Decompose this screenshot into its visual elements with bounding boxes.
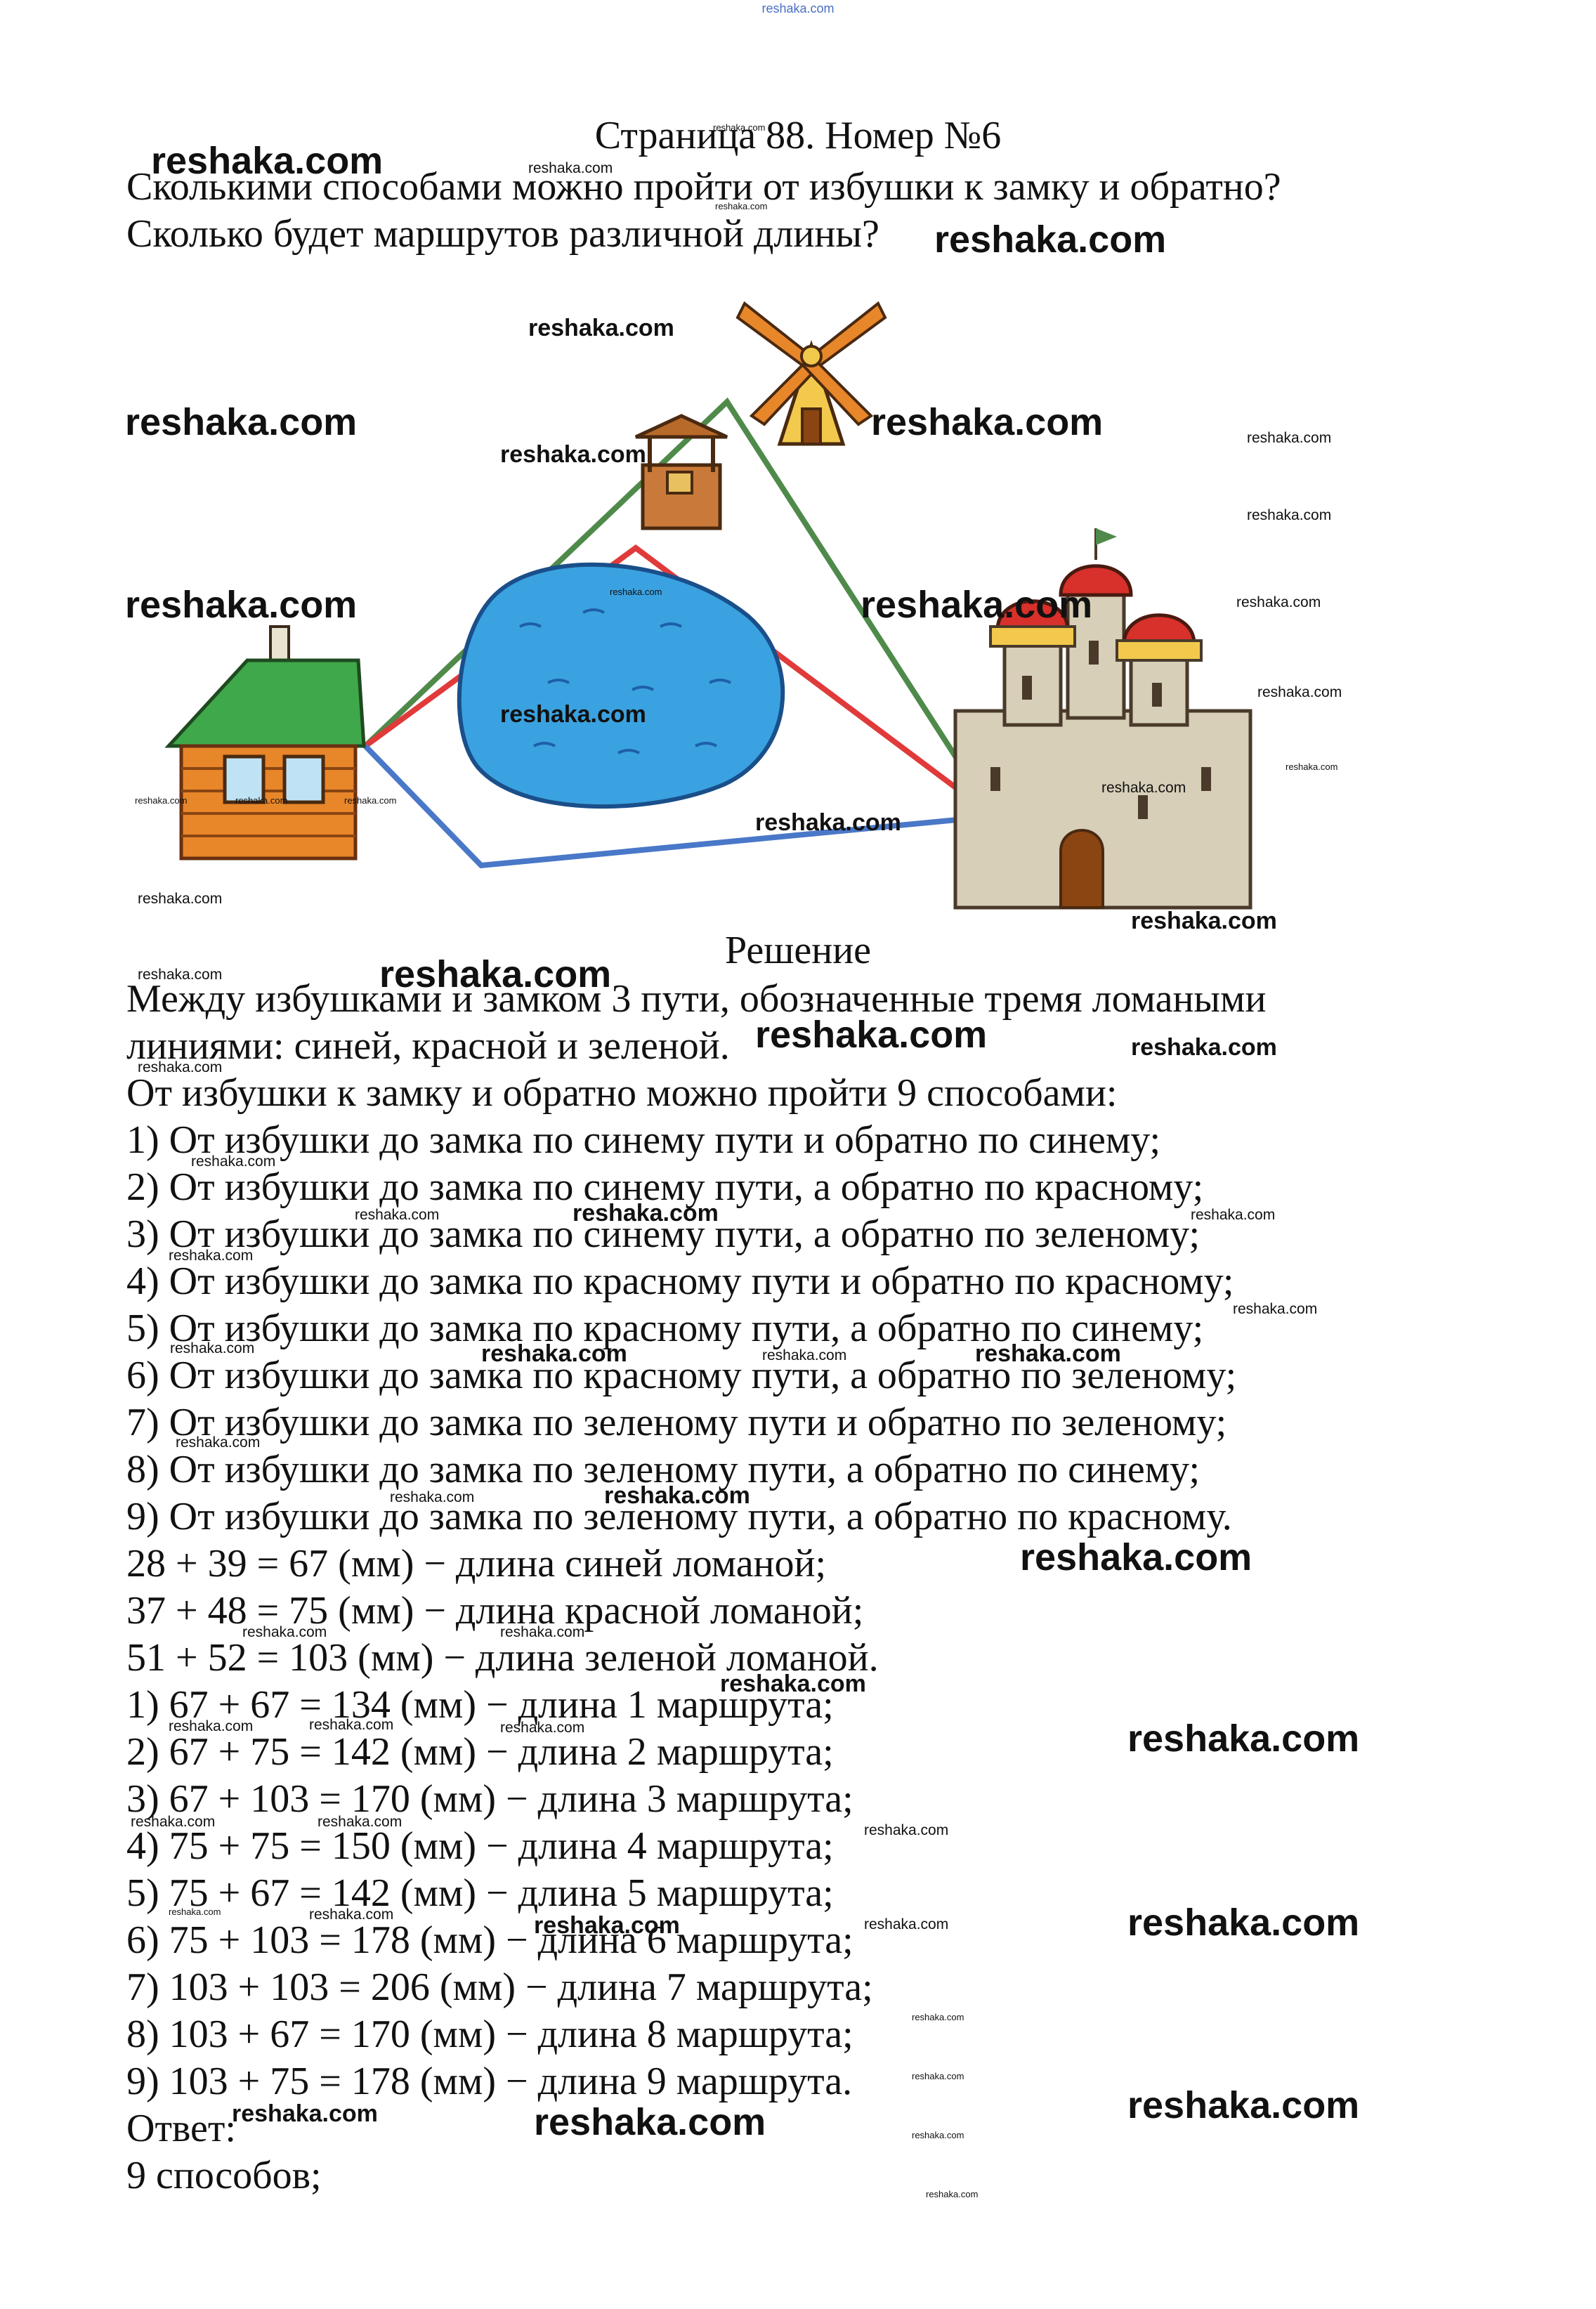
castle-icon: [953, 528, 1252, 910]
way-line-2: 2) От избушки до замка по синему пути, а…: [126, 1165, 1204, 1209]
watermark: reshaka.com: [1127, 1902, 1360, 1944]
route-length-2: 2) 67 + 75 = 142 (мм) − длина 2 маршрута…: [126, 1730, 834, 1774]
blue-length-line: 28 + 39 = 67 (мм) − длина синей ломаной;: [126, 1542, 827, 1585]
way-line-8: 8) От избушки до замка по зеленому пути,…: [126, 1448, 1200, 1491]
watermark: reshaka.com: [912, 2130, 964, 2140]
route-length-3: 3) 67 + 103 = 170 (мм) − длина 3 маршрут…: [126, 1777, 853, 1821]
solution-line-1: Между избушками и замком 3 пути, обознач…: [126, 977, 1267, 1021]
route-length-8: 8) 103 + 67 = 170 (мм) − длина 8 маршрут…: [126, 2013, 853, 2056]
way-line-3: 3) От избушки до замка по синему пути, а…: [126, 1212, 1200, 1256]
route-length-5: 5) 75 + 67 = 142 (мм) − длина 5 маршрута…: [126, 1871, 834, 1915]
way-line-9: 9) От избушки до замка по зеленому пути,…: [126, 1495, 1232, 1538]
watermark: reshaka.com: [926, 2189, 979, 2199]
red-path: [363, 544, 996, 819]
watermark: reshaka.com: [1127, 2084, 1360, 2126]
solution-heading: Решение: [724, 929, 872, 972]
way-line-1: 1) От избушки до замка по синему пути и …: [126, 1118, 1161, 1162]
task-line-2: Сколько будет маршрутов различной длины?: [126, 212, 879, 256]
route-length-4: 4) 75 + 75 = 150 (мм) − длина 4 маршрута…: [126, 1824, 834, 1868]
well-icon: [634, 414, 728, 530]
watermark: reshaka.com: [864, 1822, 949, 1838]
way-line-4: 4) От избушки до замка по красному пути …: [126, 1260, 1234, 1303]
paths-illustration: [164, 301, 1252, 910]
watermark: reshaka.com: [1233, 1301, 1318, 1317]
watermark: reshaka.com: [1131, 1034, 1277, 1061]
answer-value: 9 способов;: [126, 2154, 322, 2197]
windmill-icon: [735, 301, 887, 446]
watermark: reshaka.com: [1127, 1718, 1360, 1760]
pond-icon: [457, 562, 785, 809]
route-length-7: 7) 103 + 103 = 206 (мм) − длина 7 маршру…: [126, 1965, 873, 2009]
blue-path: [363, 744, 995, 869]
way-line-7: 7) От избушки до замка по зеленому пути …: [126, 1401, 1227, 1444]
hut-icon: [164, 625, 366, 861]
watermark: reshaka.com: [534, 2101, 766, 2143]
watermark: reshaka.com: [934, 218, 1167, 261]
watermark: reshaka.com: [1020, 1536, 1252, 1578]
red-length-line: 37 + 48 = 75 (мм) − длина красной ломано…: [126, 1589, 864, 1633]
watermark: reshaka.com: [912, 2071, 964, 2081]
green-length-line: 51 + 52 = 103 (мм) − длина зеленой ломан…: [126, 1636, 879, 1680]
site-header-link[interactable]: reshaka.com: [761, 1, 835, 15]
watermark: reshaka.com: [864, 1916, 949, 1932]
solution-line-2: линиями: синей, красной и зеленой.: [126, 1024, 730, 1068]
way-line-6: 6) От избушки до замка по красному пути,…: [126, 1354, 1237, 1397]
route-length-9: 9) 103 + 75 = 178 (мм) − длина 9 маршрут…: [126, 2060, 853, 2103]
answer-label: Ответ:: [126, 2107, 236, 2150]
route-length-6: 6) 75 + 103 = 178 (мм) − длина 6 маршрут…: [126, 1918, 853, 1962]
task-line-1: Сколькими способами можно пройти от избу…: [126, 165, 1281, 209]
page-title: Страница 88. Номер №6: [594, 114, 1002, 157]
watermark: reshaka.com: [912, 2012, 964, 2022]
solution-line-3: От избушки к замку и обратно можно пройт…: [126, 1071, 1118, 1115]
way-line-5: 5) От избушки до замка по красному пути,…: [126, 1307, 1204, 1350]
route-length-1: 1) 67 + 67 = 134 (мм) − длина 1 маршрута…: [126, 1683, 834, 1727]
